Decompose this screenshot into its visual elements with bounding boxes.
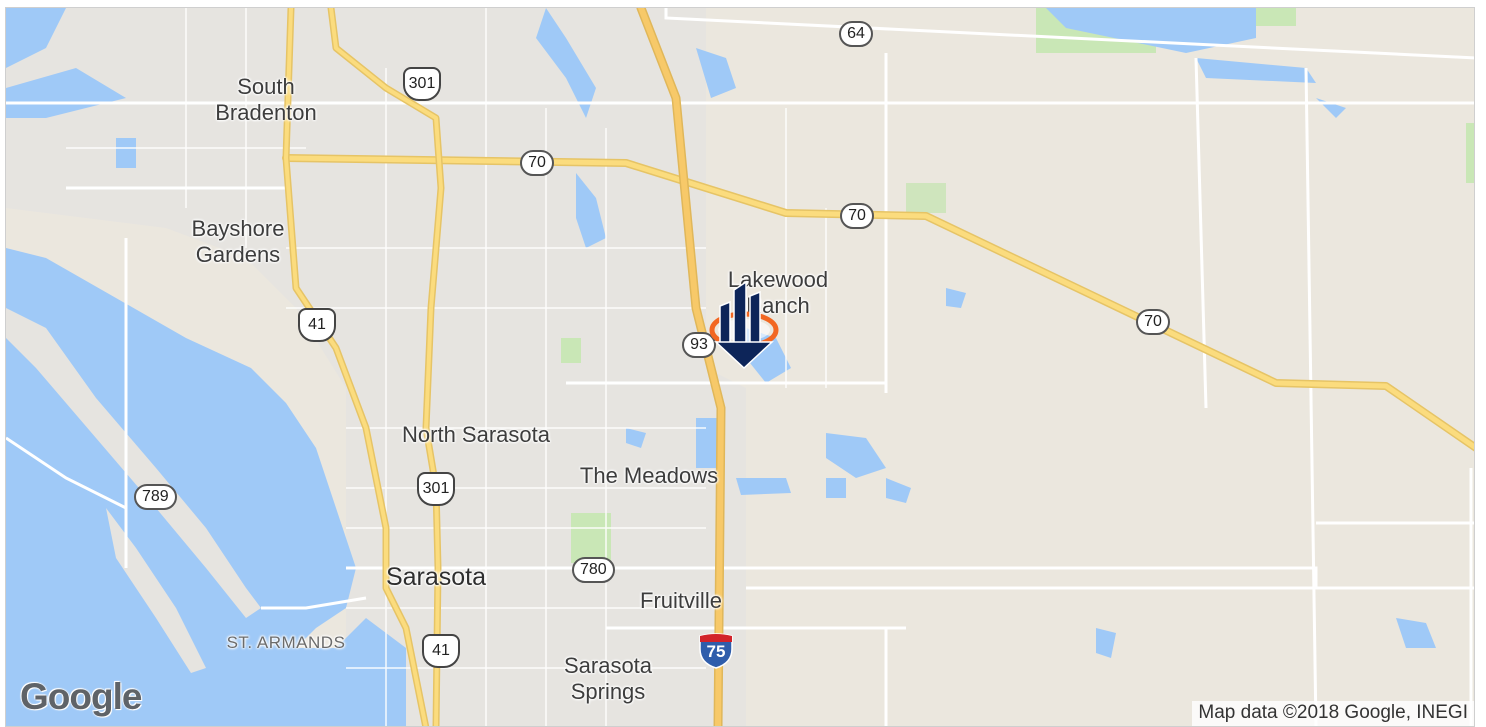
route-shield-70: 70 bbox=[840, 203, 874, 229]
city-label-north-sarasota: North Sarasota bbox=[402, 422, 550, 447]
city-label-south-bradenton: South Bradenton bbox=[215, 74, 317, 125]
route-shield-789: 789 bbox=[134, 484, 177, 510]
interstate-shield-icon bbox=[699, 633, 733, 669]
us-route-shield-41: 41 bbox=[298, 308, 336, 342]
city-label-st-armands: ST. ARMANDS bbox=[226, 633, 346, 652]
city-label-the-meadows: The Meadows bbox=[579, 463, 719, 488]
route-shield-93: 93 bbox=[682, 332, 716, 358]
us-route-shield-301: 301 bbox=[417, 472, 455, 506]
us-route-shield-41: 41 bbox=[422, 634, 460, 668]
route-shield-780: 780 bbox=[572, 557, 615, 583]
building-pin-icon[interactable] bbox=[708, 278, 780, 370]
map-canvas[interactable]: South Bradenton Bayshore Gardens North S… bbox=[5, 7, 1475, 727]
us-route-shield-301: 301 bbox=[403, 67, 441, 101]
city-label-fruitville: Fruitville bbox=[640, 588, 722, 613]
city-label-sarasota: Sarasota bbox=[385, 563, 487, 591]
route-shield-70: 70 bbox=[1136, 309, 1170, 335]
map-attribution[interactable]: Map data ©2018 Google, INEGI bbox=[1192, 701, 1474, 726]
map-base-layer bbox=[6, 8, 1474, 726]
route-shield-64: 64 bbox=[839, 21, 873, 47]
route-shield-70: 70 bbox=[520, 150, 554, 176]
google-logo[interactable]: Google bbox=[20, 676, 142, 717]
interstate-shield-75: 75 bbox=[698, 633, 734, 669]
city-label-bayshore-gardens: Bayshore Gardens bbox=[191, 216, 285, 267]
city-label-sarasota-springs: Sarasota Springs bbox=[563, 653, 653, 704]
